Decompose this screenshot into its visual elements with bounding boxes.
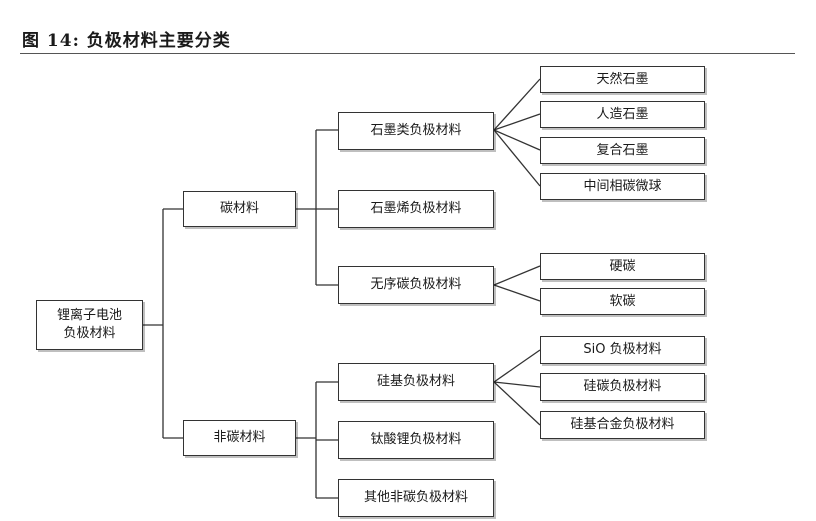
node-non-carbon-materials: 非碳材料 (183, 420, 296, 456)
node-silicon-based: 硅基负极材料 (338, 363, 494, 401)
node-silicon-alloy: 硅基合金负极材料 (540, 411, 705, 439)
node-graphite-type: 石墨类负极材料 (338, 112, 494, 150)
node-natural-graphite: 天然石墨 (540, 66, 705, 93)
connector-amorphous-hard (493, 265, 541, 286)
connector-graphite-composite (493, 129, 541, 151)
node-mcmb: 中间相碳微球 (540, 173, 705, 200)
node-graphene: 石墨烯负极材料 (338, 190, 494, 228)
node-amorphous-carbon: 无序碳负极材料 (338, 266, 494, 304)
node-artificial-graphite: 人造石墨 (540, 101, 705, 128)
node-root-anode-materials: 锂离子电池 负极材料 (36, 300, 143, 350)
connector-graphite-mcmb (493, 129, 541, 187)
connector-silicon-carbon (493, 381, 541, 388)
connector-amorphous-soft (493, 284, 541, 302)
connector-silicon-sio (493, 349, 541, 383)
node-hard-carbon: 硬碳 (540, 253, 705, 280)
connector-silicon-alloy (493, 381, 541, 426)
title-underline (20, 53, 795, 54)
node-lithium-titanate: 钛酸锂负极材料 (338, 421, 494, 459)
node-soft-carbon: 软碳 (540, 288, 705, 315)
node-carbon-materials: 碳材料 (183, 191, 296, 227)
node-sio: SiO 负极材料 (540, 336, 705, 364)
figure-title: 图 14: 负极材料主要分类 (22, 31, 231, 51)
connector-graphite-natural (493, 78, 541, 131)
node-silicon-carbon: 硅碳负极材料 (540, 373, 705, 401)
connector-graphite-artificial (493, 113, 541, 131)
node-other-non-carbon: 其他非碳负极材料 (338, 479, 494, 517)
node-composite-graphite: 复合石墨 (540, 137, 705, 164)
